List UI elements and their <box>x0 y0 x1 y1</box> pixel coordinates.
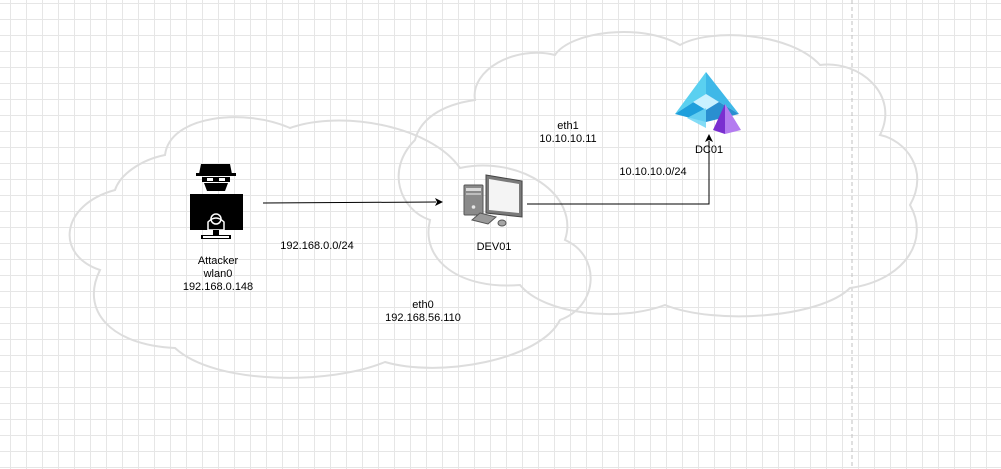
azure-ad-icon <box>675 72 741 134</box>
eth1-name: eth1 <box>557 120 579 132</box>
dc-network-label: 10.10.10.0/24 <box>619 166 687 178</box>
dev01-eth0-label: eth0 192.168.56.110 <box>385 299 461 325</box>
dev01-label: DEV01 <box>476 241 512 253</box>
network-cloud-right[interactable] <box>397 30 919 318</box>
dc01-node[interactable] <box>673 72 743 136</box>
network-cloud-left[interactable] <box>68 116 592 379</box>
edge-attacker-dev01[interactable] <box>262 201 437 204</box>
dc01-label: DC01 <box>694 144 724 156</box>
edge-dev01-dc01[interactable] <box>527 141 710 205</box>
attacker-label: Attacker wlan0 192.168.0.148 <box>183 255 253 294</box>
attacker-ip: 192.168.0.148 <box>182 281 254 293</box>
desktop-computer-icon <box>463 174 523 227</box>
eth0-name: eth0 <box>412 299 434 311</box>
attacker-interface: wlan0 <box>203 268 233 280</box>
attacker-node[interactable] <box>188 160 244 240</box>
eth0-ip: 192.168.56.110 <box>385 312 461 324</box>
dev01-eth1-label: eth1 10.10.10.11 <box>539 120 596 146</box>
eth1-ip: 10.10.10.11 <box>539 133 597 145</box>
attacker-network-label: 192.168.0.0/24 <box>280 240 354 252</box>
dev01-node[interactable] <box>462 173 526 231</box>
attacker-name: Attacker <box>197 255 239 267</box>
edge-arrowhead <box>705 134 713 142</box>
edge-arrowhead <box>435 198 443 206</box>
hacker-icon <box>190 164 243 239</box>
